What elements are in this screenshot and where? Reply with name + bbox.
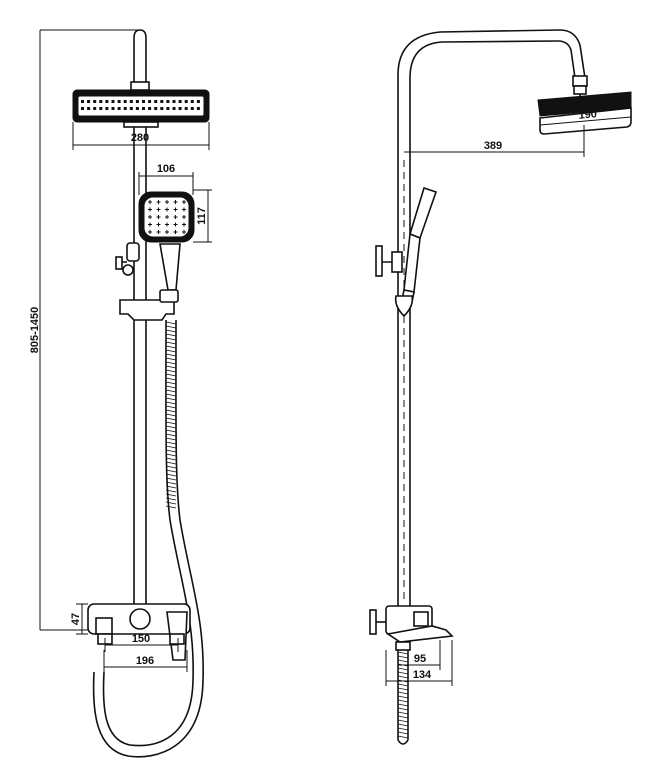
arm-reach-label: 389 xyxy=(484,140,502,152)
dim-mixer-height: 47 xyxy=(70,603,88,635)
mixer-center-label: 150 xyxy=(132,633,150,645)
front-view: 805-1450 280 xyxy=(29,29,212,758)
hand-shower-nozzles xyxy=(148,200,186,234)
side-mixer xyxy=(369,605,454,651)
dim-hand-height: 117 xyxy=(193,189,212,243)
front-riser-top xyxy=(133,29,147,82)
dim-hand-width: 106 xyxy=(138,163,194,195)
hand-width-label: 106 xyxy=(157,163,175,175)
side-slide-holder xyxy=(394,295,414,318)
dim-arm-reach: 389 xyxy=(404,125,585,157)
front-mixer xyxy=(87,603,191,661)
dim-side-mixer: 134 xyxy=(385,640,453,686)
front-hose-hatch xyxy=(165,321,177,509)
front-slide-holder xyxy=(119,289,179,321)
dim-mixer-center: 150 xyxy=(104,633,179,652)
side-hose xyxy=(397,650,409,745)
dim-mixer-width: 196 xyxy=(103,650,188,672)
dim-head-width: 280 xyxy=(72,122,210,150)
side-head-label: 190 xyxy=(578,108,597,122)
overall-height-label: 805-1450 xyxy=(29,307,41,354)
dim-overall-height: 805-1450 xyxy=(29,29,140,631)
side-diverter xyxy=(375,245,403,277)
side-hand-shower xyxy=(401,186,438,303)
dim-side-head: 190 xyxy=(539,108,632,126)
side-view: 190 389 xyxy=(369,29,632,745)
front-diverter-knob xyxy=(115,242,140,276)
rain-head-nozzles xyxy=(81,100,200,110)
side-arm xyxy=(397,29,586,608)
mixer-width-label: 196 xyxy=(136,655,154,667)
dim-side-spout: 95 xyxy=(398,640,441,670)
front-hose xyxy=(92,319,204,758)
mixer-height-label: 47 xyxy=(70,613,82,625)
side-mixer-label: 134 xyxy=(413,669,432,681)
side-spout-label: 95 xyxy=(414,653,426,665)
front-rain-head xyxy=(72,89,210,128)
hand-height-label: 117 xyxy=(196,207,208,225)
head-width-label: 280 xyxy=(131,132,149,144)
front-hand-shower xyxy=(138,191,195,291)
